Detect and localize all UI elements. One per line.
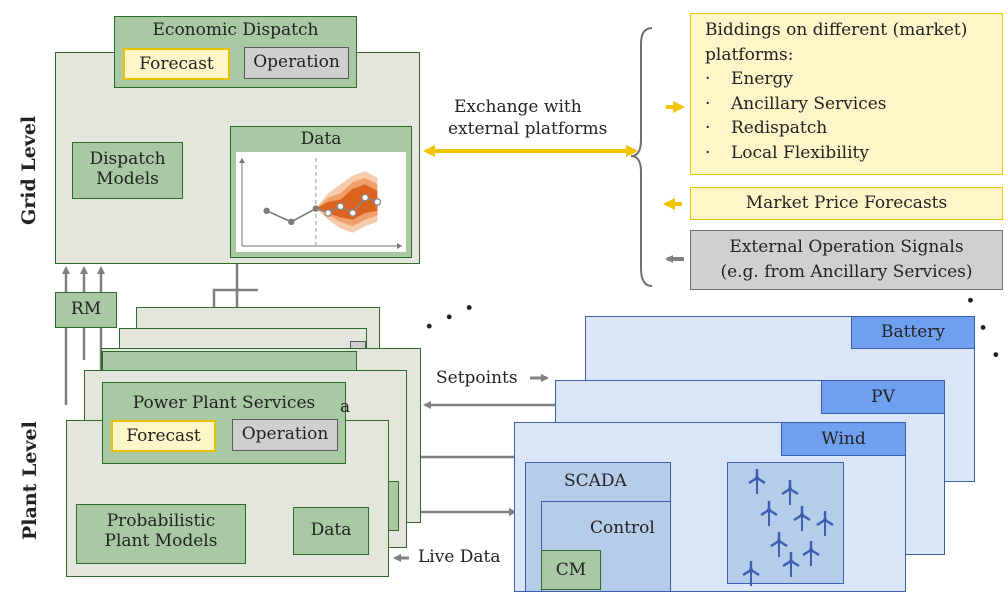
power-plant-services-title: Power Plant Services: [132, 393, 316, 413]
bullet-dot: ·: [705, 69, 711, 89]
rm-box: RM: [55, 292, 117, 328]
dispatch-models-line1: Dispatch: [89, 149, 166, 169]
dispatch-models-box: Dispatch Models: [72, 142, 183, 199]
bullet-ancillary: Ancillary Services: [731, 93, 887, 114]
setpoints-label: Setpoints: [436, 368, 518, 388]
biddings-title-line2: platforms:: [705, 44, 794, 65]
ext-signals-line1: External Operation Signals: [729, 237, 964, 257]
scada-title: SCADA: [564, 471, 627, 491]
bullet-dot: ·: [705, 118, 711, 138]
bullet-redispatch: Redispatch: [731, 118, 828, 138]
exchange-label: Exchange with external platforms: [448, 96, 638, 140]
plant-data-box: Data: [293, 507, 369, 555]
grid-level-label: Grid Level: [18, 115, 40, 225]
bullet-local-flex: Local Flexibility: [731, 142, 869, 163]
economic-dispatch-title: Economic Dispatch: [152, 20, 319, 40]
prob-models-line1: Probabilistic: [106, 511, 216, 531]
pv-tab: PV: [821, 380, 945, 414]
prob-models-line2: Plant Models: [104, 531, 218, 551]
bullet-energy: Energy: [731, 69, 794, 89]
control-title: Control: [590, 518, 655, 538]
dispatch-models-line2: Models: [96, 169, 159, 189]
bullet-dot: ·: [705, 93, 711, 114]
plant-operation-box: Operation: [232, 419, 338, 451]
brace: [630, 27, 653, 287]
bullet-item: · Redispatch: [705, 116, 1002, 141]
live-data-label: Live Data: [418, 547, 501, 567]
ext-signals-line2: (e.g. from Ancillary Services): [720, 262, 973, 282]
cm-box: CM: [541, 550, 601, 590]
ext-signals-box: External Operation Signals (e.g. from An…: [690, 230, 1003, 290]
exchange-label-line1: Exchange with: [454, 97, 582, 117]
grid-data-title: Data: [300, 129, 342, 149]
bullet-item: · Ancillary Services: [705, 92, 1002, 117]
grid-operation-box: Operation: [244, 47, 349, 79]
plant-forecast-box: Forecast: [111, 420, 216, 452]
prob-models-box: Probabilistic Plant Models: [76, 504, 246, 564]
plant-level-label: Plant Level: [19, 421, 41, 540]
price-forecasts-box: Market Price Forecasts: [690, 187, 1003, 220]
bullet-item: · Local Flexibility: [705, 141, 1002, 166]
battery-tab: Battery: [851, 316, 975, 349]
back-services-fragment: a: [340, 397, 351, 417]
bullet-dot: ·: [705, 142, 711, 163]
wind-tab: Wind: [781, 422, 906, 456]
bullet-item: · Energy: [705, 67, 1002, 92]
biddings-title-line1: Biddings on different (market): [705, 20, 968, 40]
grid-forecast-box: Forecast: [123, 48, 230, 80]
wind-farm-box: [727, 462, 844, 584]
exchange-label-line2: external platforms: [448, 119, 608, 139]
biddings-box: Biddings on different (market) platforms…: [690, 13, 1003, 175]
forecast-chart-area: [236, 152, 406, 252]
